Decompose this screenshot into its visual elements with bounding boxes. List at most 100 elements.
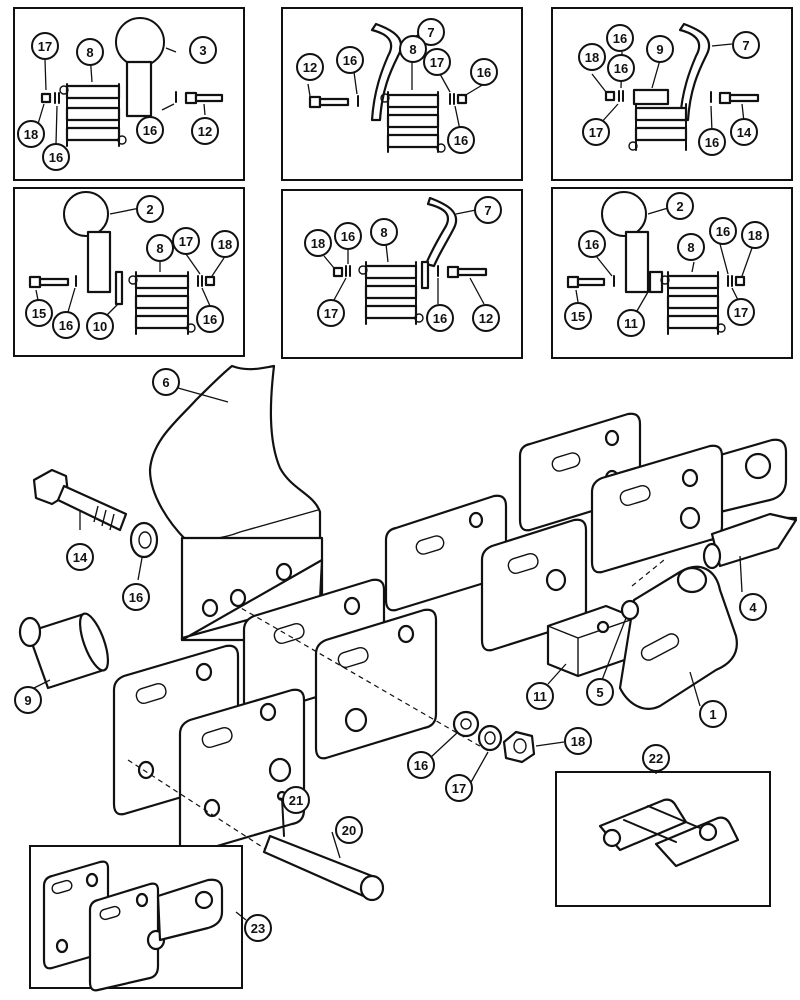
callout-7: 7 [417,18,445,46]
inset-panel-6 [551,187,793,359]
svg-text:12: 12 [479,311,493,326]
callout-2: 2 [666,192,694,220]
callout-17: 17 [423,48,451,76]
callout-16: 16 [447,126,475,154]
callout-1: 1 [699,700,727,728]
callout-16: 16 [407,751,435,779]
svg-text:23: 23 [251,921,265,936]
chain-plate-middle-row [242,444,724,718]
callout-18: 18 [304,229,332,257]
chain-link-icon [628,103,688,151]
callout-15: 15 [25,299,53,327]
svg-text:17: 17 [452,781,466,796]
callout-18: 18 [578,43,606,71]
svg-text:9: 9 [24,693,31,708]
svg-text:8: 8 [687,240,694,255]
callout-12: 12 [472,304,500,332]
callout-11: 11 [617,309,645,337]
svg-text:8: 8 [156,241,163,256]
callout-17: 17 [727,298,755,326]
svg-text:17: 17 [179,234,193,249]
bolt-icon [32,468,128,532]
inset-panel-22 [555,771,771,907]
bolt-icon [184,91,224,105]
callout-20: 20 [335,816,363,844]
chain-link-icon [380,91,446,153]
svg-text:17: 17 [430,55,444,70]
callout-16: 16 [334,222,362,250]
callout-16: 16 [122,583,150,611]
callout-16: 16 [606,24,634,52]
svg-text:12: 12 [198,124,212,139]
callout-16: 16 [578,230,606,258]
chain-link-icon [59,83,127,147]
svg-text:2: 2 [146,202,153,217]
callout-18: 18 [741,221,769,249]
callout-8: 8 [370,218,398,246]
bolt-icon [446,265,488,279]
callout-17: 17 [31,32,59,60]
svg-text:7: 7 [484,203,491,218]
callout-16: 16 [607,54,635,82]
callout-11: 11 [526,682,554,710]
inset-panel-3 [551,7,793,181]
svg-text:7: 7 [427,25,434,40]
svg-text:16: 16 [59,318,73,333]
svg-text:8: 8 [409,42,416,57]
bolt-icon [28,275,70,289]
svg-text:8: 8 [86,45,93,60]
callout-9: 9 [646,35,674,63]
svg-text:16: 16 [454,133,468,148]
svg-text:9: 9 [656,42,663,57]
inset-panel-23 [29,845,243,992]
svg-text:18: 18 [571,734,585,749]
svg-text:11: 11 [624,316,638,331]
callout-16: 16 [52,311,80,339]
callout-17: 17 [317,299,345,327]
callout-16: 16 [709,217,737,245]
svg-text:16: 16 [433,311,447,326]
svg-text:6: 6 [162,375,169,390]
svg-text:16: 16 [477,65,491,80]
svg-text:16: 16 [585,237,599,252]
svg-text:16: 16 [341,229,355,244]
callout-3: 3 [189,36,217,64]
callout-18: 18 [564,727,592,755]
callout-22: 22 [642,744,670,772]
svg-text:16: 16 [705,135,719,150]
svg-text:4: 4 [749,600,757,615]
svg-text:14: 14 [737,125,752,140]
callout-7: 7 [732,31,760,59]
callout-17: 17 [582,118,610,146]
callout-21: 21 [282,786,310,814]
svg-text:7: 7 [742,38,749,53]
svg-text:1: 1 [709,707,716,722]
callout-6: 6 [152,368,180,396]
callout-16: 16 [42,143,70,171]
svg-text:20: 20 [342,823,356,838]
svg-text:14: 14 [73,550,88,565]
chain-link-icon [128,271,196,335]
svg-text:16: 16 [203,312,217,327]
svg-text:16: 16 [343,53,357,68]
svg-text:17: 17 [38,39,52,54]
svg-text:16: 16 [613,31,627,46]
callout-16: 16 [336,46,364,74]
callout-9: 9 [14,686,42,714]
callout-8: 8 [677,233,705,261]
callout-17: 17 [172,227,200,255]
svg-text:15: 15 [571,309,585,324]
callout-16: 16 [698,128,726,156]
bolt-icon [308,95,350,109]
svg-text:17: 17 [324,306,338,321]
svg-text:16: 16 [414,758,428,773]
callout-7: 7 [474,196,502,224]
callout-18: 18 [211,230,239,258]
svg-text:17: 17 [589,125,603,140]
callout-15: 15 [564,302,592,330]
callout-5: 5 [586,678,614,706]
callout-14: 14 [66,543,94,571]
svg-text:18: 18 [24,127,38,142]
svg-text:18: 18 [585,50,599,65]
